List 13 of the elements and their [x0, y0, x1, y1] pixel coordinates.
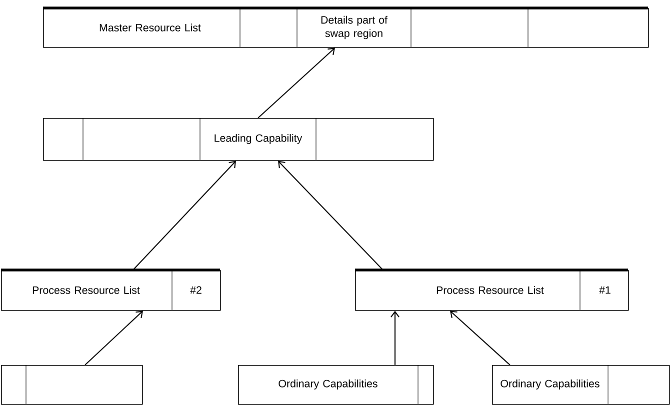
arrow: [390, 310, 400, 365]
record-box: Process Resource List #1: [355, 268, 629, 311]
arrow: [450, 310, 510, 366]
arrow: [278, 160, 384, 270]
record-box: Ordinary Capabilities: [492, 364, 670, 405]
empty-box: [1, 364, 143, 405]
record-box: Master Resource List Details part of swap region: [43, 6, 649, 48]
arrow: [132, 160, 236, 270]
arrow: [84, 310, 143, 366]
arrow: [258, 48, 335, 118]
record-box: Leading Capability: [43, 118, 434, 161]
record-box: Process Resource List #2: [1, 268, 221, 311]
record-box: Ordinary Capabilities: [238, 364, 434, 405]
